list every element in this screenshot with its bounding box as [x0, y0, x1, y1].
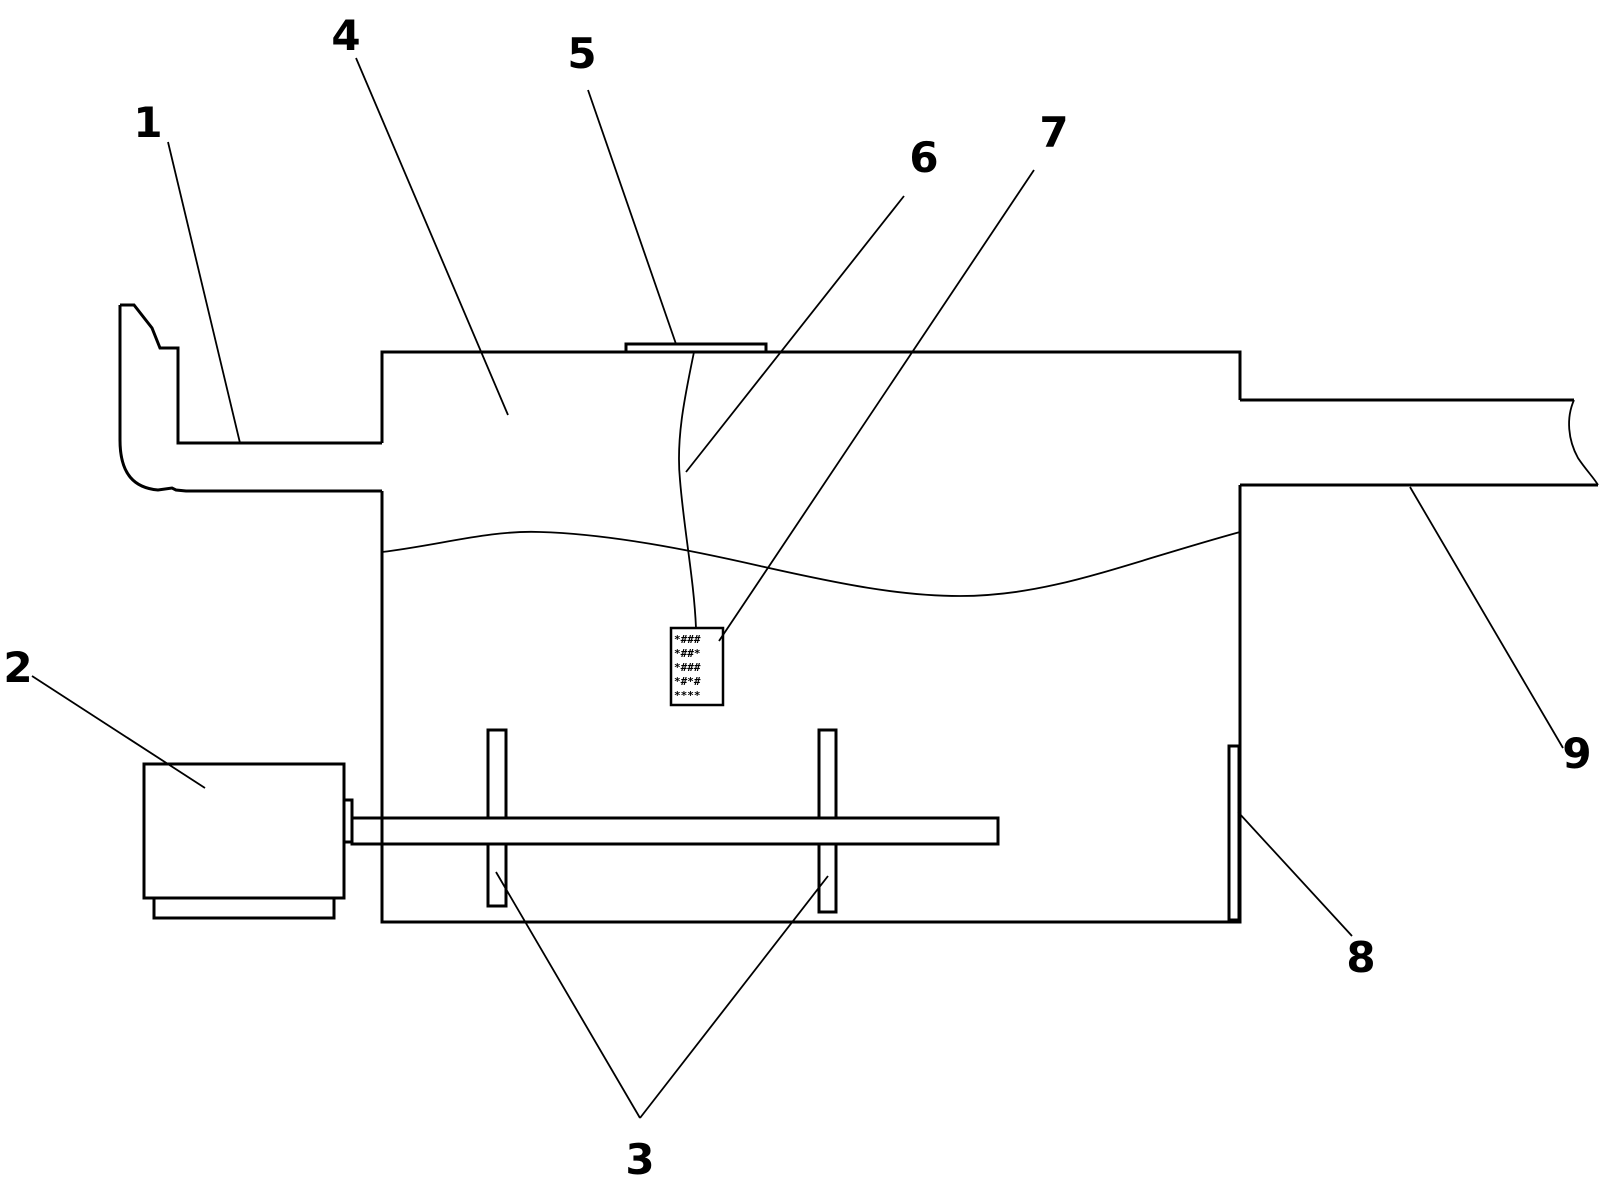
label-6: 6: [909, 133, 938, 182]
inlet-pipe: [118, 303, 382, 493]
svg-text:****: ****: [674, 689, 701, 702]
label-9: 9: [1562, 729, 1591, 778]
label-4: 4: [331, 11, 360, 60]
svg-text:*##*: *##*: [674, 647, 701, 660]
label-5: 5: [567, 29, 596, 78]
label-8: 8: [1346, 933, 1375, 982]
sample-basket: *### *##* *### *#*# ****: [669, 626, 725, 707]
top-port: [624, 342, 768, 354]
motor: [142, 762, 354, 920]
suspension-cord: [678, 351, 697, 629]
label-3: 3: [625, 1135, 654, 1184]
svg-text:*###: *###: [674, 633, 701, 646]
stirring-shaft: [350, 816, 1000, 846]
outlet-pipe: [1240, 398, 1599, 487]
leader-lines: [31, 57, 1564, 1119]
stirring-blades: [486, 728, 838, 914]
svg-text:*#*#: *#*#: [674, 675, 701, 688]
label-2: 2: [3, 643, 32, 692]
label-7: 7: [1039, 108, 1068, 157]
label-1: 1: [133, 98, 162, 147]
svg-text:*###: *###: [674, 661, 701, 674]
tank-body: [380, 350, 1242, 924]
liquid-surface: [381, 530, 1241, 597]
side-plate: [1227, 744, 1241, 922]
